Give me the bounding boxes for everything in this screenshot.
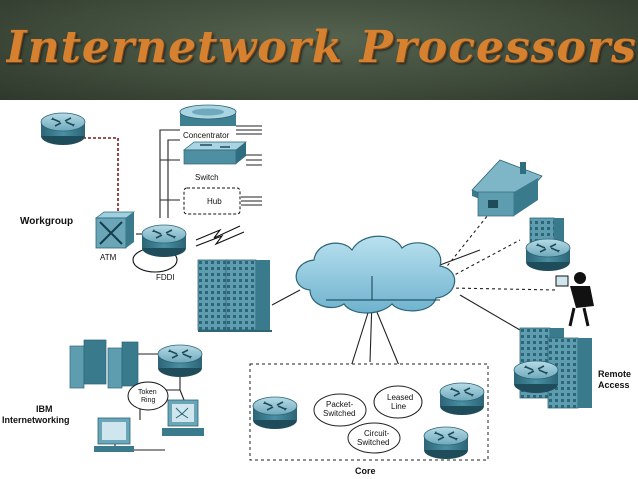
workgroup-label: Workgroup [20, 216, 73, 227]
network-diagram: Workgroup ATM FDDI Concentrator Switch [2, 104, 631, 476]
core-right-router-icon [439, 382, 485, 416]
core-bottom-router-icon [423, 426, 469, 460]
switch-icon [183, 141, 247, 165]
central-building-icon [197, 259, 272, 332]
circuit-switched-bubble [347, 422, 401, 454]
packet-switched-label: Packet-Switched [323, 400, 355, 418]
mainframe-icon [69, 339, 139, 389]
ibm-router-icon [157, 344, 203, 378]
terminal-pc-icon [94, 417, 134, 452]
wan-cloud-icon [295, 235, 456, 314]
router-icon [40, 112, 86, 146]
mobile-user-icon [555, 272, 594, 327]
core-left-router-icon [252, 396, 298, 430]
remote-server-icon [525, 217, 571, 272]
fddi-router-icon [141, 224, 187, 258]
hub-label: Hub [207, 197, 222, 206]
circuit-switched-label: Circuit-Switched [357, 429, 390, 447]
atm-switch-icon [94, 211, 136, 249]
workstation-icon [162, 399, 204, 436]
remote-building-icon [513, 327, 593, 409]
packet-switched-bubble [313, 393, 367, 427]
concentrator-icon [179, 104, 237, 126]
concentrator-label: Concentrator [183, 131, 230, 140]
slide-title: Internetwork Processors [6, 22, 636, 73]
house-icon [471, 159, 543, 217]
core-label: Core [355, 466, 376, 476]
atm-label: ATM [100, 253, 117, 262]
switch-label: Switch [195, 173, 219, 182]
title-banner: Internetwork Processors [0, 0, 638, 100]
token-ring-icon [127, 381, 169, 411]
hub-icon [183, 187, 241, 215]
leased-line-bubble [373, 385, 423, 419]
fddi-label: FDDI [156, 273, 175, 282]
